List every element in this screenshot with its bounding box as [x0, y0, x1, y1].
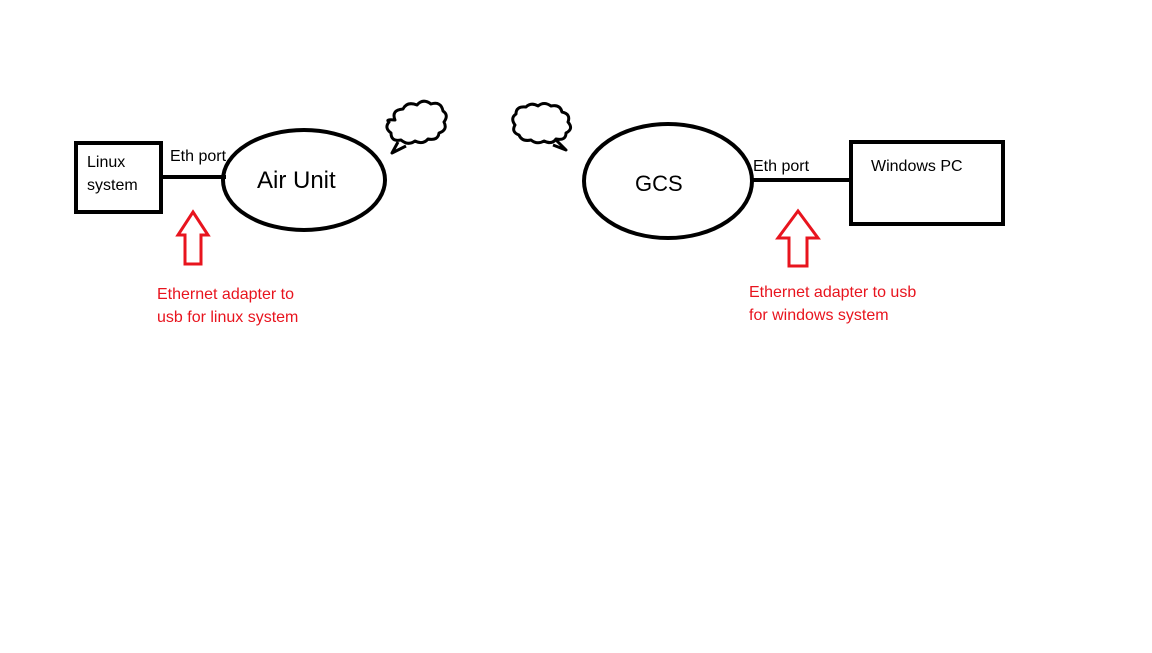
left-eth-port-label: Eth port [170, 148, 227, 165]
cloud-icon [511, 102, 573, 152]
right-eth-port-label: Eth port [753, 158, 810, 175]
windows-pc-label: Windows PC [871, 158, 963, 175]
right-adapter-note-line2: for windows system [749, 307, 889, 324]
gcs-label: GCS [635, 171, 683, 196]
right-adapter-note-line1: Ethernet adapter to usb [749, 284, 916, 301]
air-unit-label: Air Unit [257, 167, 336, 194]
cloud-icon [385, 99, 448, 155]
linux-system-label-line1: Linux [87, 154, 125, 171]
linux-system-label-line2: system [87, 177, 138, 194]
left-adapter-note-line1: Ethernet adapter to [157, 286, 294, 303]
windows-pc-box [849, 140, 1005, 226]
air-unit-node [221, 128, 387, 232]
up-arrow-icon [175, 209, 211, 266]
left-adapter-note-line2: usb for linux system [157, 309, 298, 326]
up-arrow-icon [775, 208, 821, 268]
